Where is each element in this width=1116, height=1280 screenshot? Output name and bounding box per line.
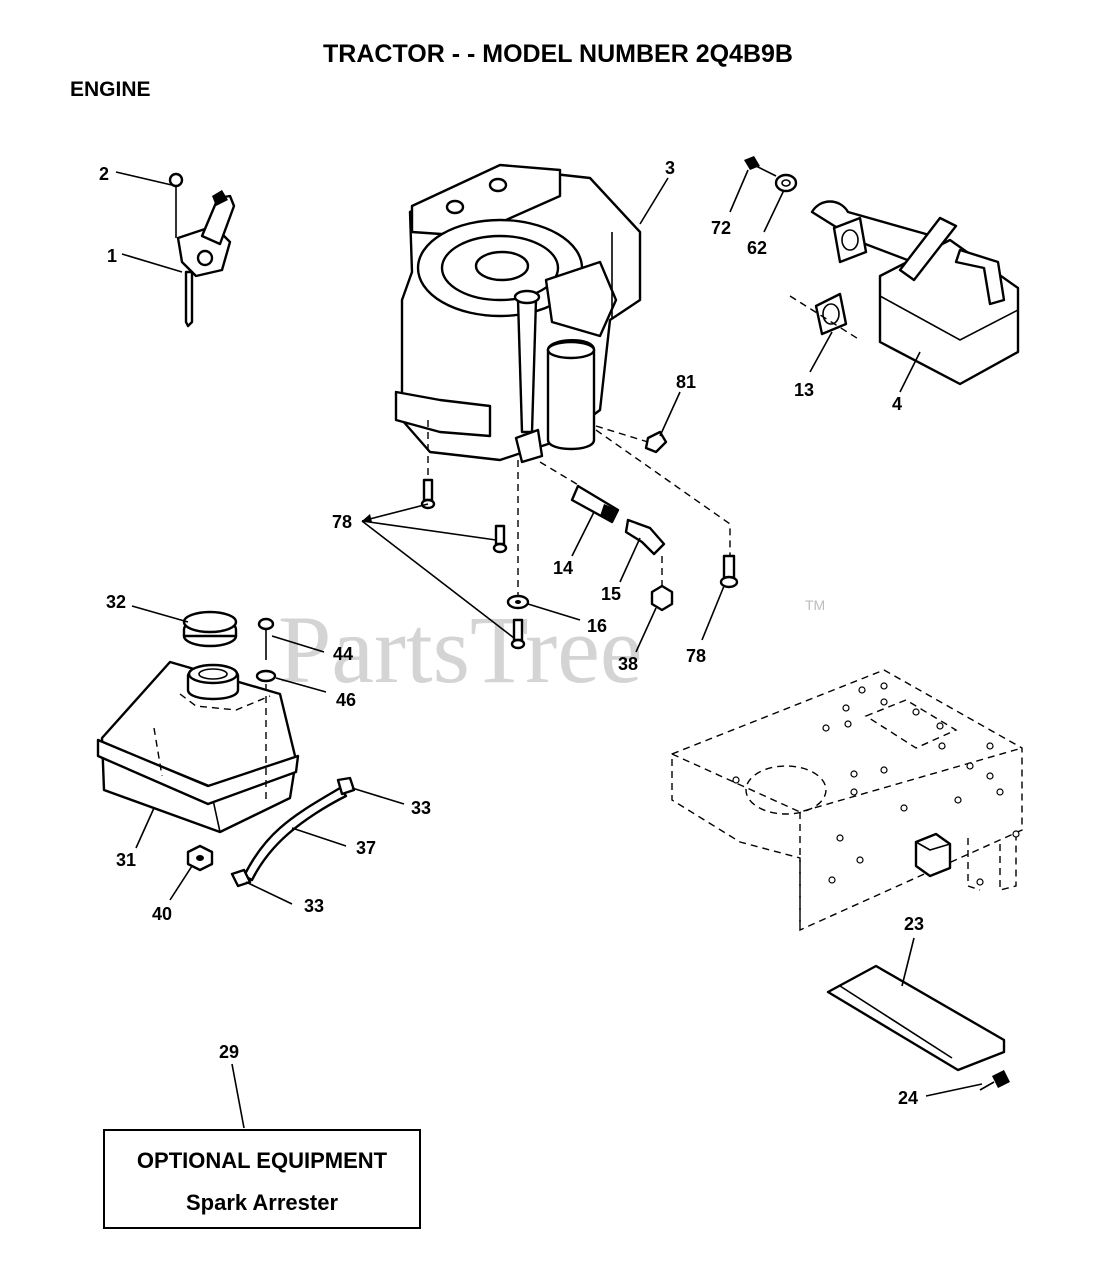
callout-78-right: 78 bbox=[686, 646, 706, 666]
callout-38: 38 bbox=[618, 654, 638, 674]
optional-equipment-box: OPTIONAL EQUIPMENT Spark Arrester bbox=[103, 1129, 421, 1229]
hose-clamp-33-lower bbox=[230, 868, 252, 888]
section-heading: ENGINE bbox=[70, 78, 151, 101]
leader-arrow-78 bbox=[362, 514, 372, 522]
tractor-frame-plate bbox=[671, 669, 1023, 932]
page-title: TRACTOR - - MODEL NUMBER 2Q4B9B bbox=[323, 40, 793, 68]
callout-44: 44 bbox=[333, 644, 353, 664]
bolt-78-left bbox=[420, 478, 436, 510]
exhaust-gasket-13 bbox=[814, 216, 868, 336]
nut-81 bbox=[644, 430, 668, 454]
exhaust-gasket-62 bbox=[774, 173, 798, 193]
callout-14: 14 bbox=[553, 558, 573, 578]
washer-16 bbox=[506, 594, 530, 610]
callout-29: 29 bbox=[219, 1042, 239, 1062]
bolt-78-right bbox=[719, 554, 739, 589]
watermark-trademark: TM bbox=[805, 597, 825, 613]
callout-31: 31 bbox=[116, 850, 136, 870]
callout-16: 16 bbox=[587, 616, 607, 636]
callout-13: 13 bbox=[794, 380, 814, 400]
callout-15: 15 bbox=[601, 584, 621, 604]
callout-numbers: 2 1 3 72 62 13 4 81 78 14 15 16 38 78 32… bbox=[99, 158, 924, 1108]
callout-4: 4 bbox=[892, 394, 902, 414]
screw-24 bbox=[979, 1070, 1010, 1091]
callout-37: 37 bbox=[356, 838, 376, 858]
callout-72: 72 bbox=[711, 218, 731, 238]
callout-32: 32 bbox=[106, 592, 126, 612]
callout-3: 3 bbox=[665, 158, 675, 178]
fuel-tank-31 bbox=[96, 660, 300, 834]
engine-part bbox=[394, 163, 642, 464]
optional-equipment-item: Spark Arrester bbox=[186, 1190, 338, 1215]
bolt-72 bbox=[744, 156, 777, 177]
callout-40: 40 bbox=[152, 904, 172, 924]
watermark: PartsTree bbox=[278, 596, 642, 703]
callout-78-left: 78 bbox=[332, 512, 352, 532]
screw-44 bbox=[257, 617, 275, 660]
leader-lines bbox=[115, 169, 983, 1129]
grommet-40 bbox=[186, 844, 214, 872]
optional-equipment-heading: OPTIONAL EQUIPMENT bbox=[137, 1148, 388, 1173]
fuel-fitting-14 bbox=[570, 484, 620, 524]
callout-23: 23 bbox=[904, 914, 924, 934]
elbow-fitting-15 bbox=[624, 518, 666, 556]
throttle-control-part bbox=[168, 172, 236, 328]
callout-46: 46 bbox=[336, 690, 356, 710]
frame-holes bbox=[732, 682, 1020, 886]
callout-24: 24 bbox=[898, 1088, 918, 1108]
fuel-hose-37 bbox=[242, 786, 348, 882]
callout-2: 2 bbox=[99, 164, 109, 184]
bolt-78-middle bbox=[492, 524, 508, 554]
callout-33-upper: 33 bbox=[411, 798, 431, 818]
fuel-cap-32 bbox=[182, 610, 238, 648]
callout-62: 62 bbox=[747, 238, 767, 258]
hose-clamp-33-upper bbox=[336, 776, 356, 796]
callout-81: 81 bbox=[676, 372, 696, 392]
washer-46 bbox=[255, 669, 277, 683]
nut-38 bbox=[650, 584, 674, 612]
bolt-78-lower bbox=[510, 618, 526, 650]
callout-1: 1 bbox=[107, 246, 117, 266]
callout-33-lower: 33 bbox=[304, 896, 324, 916]
heat-shield-23 bbox=[826, 964, 1006, 1072]
